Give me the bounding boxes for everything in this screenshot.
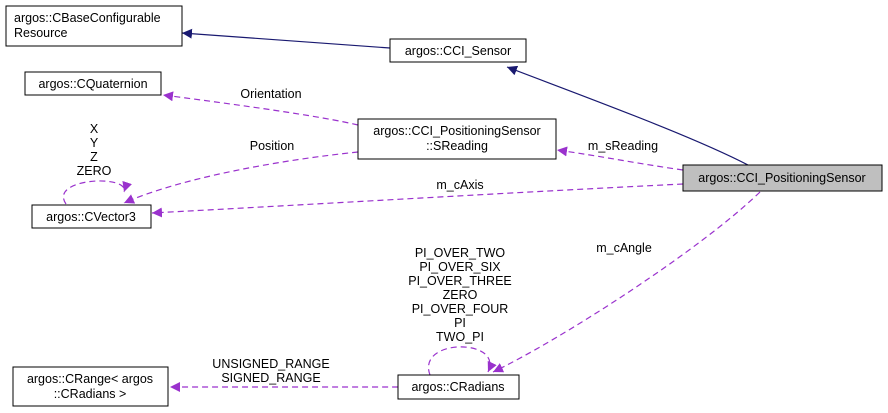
edge-sreading-to-quaternion: [162, 91, 359, 126]
edge-label-line: ZERO: [443, 288, 478, 302]
edge-label-line: Z: [90, 150, 98, 164]
edge-label-line: Y: [90, 136, 99, 150]
edge-label-radians-self: PI_OVER_TWO PI_OVER_SIX PI_OVER_THREE ZE…: [408, 246, 512, 344]
edge-label-line: PI_OVER_SIX: [419, 260, 501, 274]
edge-sreading-to-vector3: [123, 151, 359, 204]
edge-label-m-cangle: m_cAngle: [596, 241, 652, 255]
edge-inherit-positioning-to-sensor: [506, 65, 749, 166]
edge-label-position: Position: [250, 139, 295, 153]
edge-label-line: X: [90, 122, 99, 136]
edge-label-line: TWO_PI: [436, 330, 484, 344]
node-label: argos::CRadians: [411, 380, 504, 394]
edge-label-line: PI_OVER_TWO: [415, 246, 506, 260]
node-label: argos::CCI_PositioningSensor: [698, 171, 865, 185]
node-positioning-sensor-sreading[interactable]: argos::CCI_PositioningSensor ::SReading: [357, 118, 557, 160]
node-label: argos::CQuaternion: [38, 77, 147, 91]
node-cradians[interactable]: argos::CRadians: [397, 374, 520, 400]
node-crange-cradians[interactable]: argos::CRange< argos ::CRadians >: [12, 366, 169, 407]
node-label: argos::CVector3: [46, 210, 136, 224]
edge-label-line: PI_OVER_THREE: [408, 274, 512, 288]
edge-inherit-sensor-to-base: [181, 28, 391, 49]
edge-label-line: PI: [454, 316, 466, 330]
edge-label-line: ZERO: [77, 164, 112, 178]
node-label: ::CRadians >: [54, 387, 127, 401]
node-label: argos::CBaseConfigurable: [14, 11, 161, 25]
node-cvector3[interactable]: argos::CVector3: [31, 204, 152, 229]
node-label: argos::CRange< argos: [27, 372, 153, 386]
edge-label-m-caxis: m_cAxis: [436, 178, 483, 192]
node-label: argos::CCI_PositioningSensor: [373, 124, 540, 138]
edge-focus-to-sreading: [556, 146, 684, 171]
edge-label-line: UNSIGNED_RANGE: [212, 357, 329, 371]
edge-focus-to-radians: [492, 191, 761, 373]
edge-label-line: SIGNED_RANGE: [221, 371, 320, 385]
node-label: Resource: [14, 26, 68, 40]
edge-label-m-sreading: m_sReading: [588, 139, 658, 153]
edge-radians-self: [427, 346, 497, 376]
node-cci-sensor[interactable]: argos::CCI_Sensor: [389, 38, 527, 63]
edge-label-vector3-self: X Y Z ZERO: [77, 122, 112, 178]
edge-vector3-self: [62, 180, 132, 205]
node-cci-positioning-sensor[interactable]: argos::CCI_PositioningSensor: [682, 164, 883, 192]
node-cquaternion[interactable]: argos::CQuaternion: [24, 71, 162, 96]
edge-label-line: PI_OVER_FOUR: [412, 302, 509, 316]
edge-focus-to-vector3: [151, 183, 684, 218]
node-label: ::SReading: [426, 139, 488, 153]
node-label: argos::CCI_Sensor: [405, 44, 511, 58]
edge-label-orientation: Orientation: [240, 87, 301, 101]
node-cbase-configurable-resource[interactable]: argos::CBaseConfigurable Resource: [5, 5, 183, 47]
edge-label-range: UNSIGNED_RANGE SIGNED_RANGE: [212, 357, 329, 385]
